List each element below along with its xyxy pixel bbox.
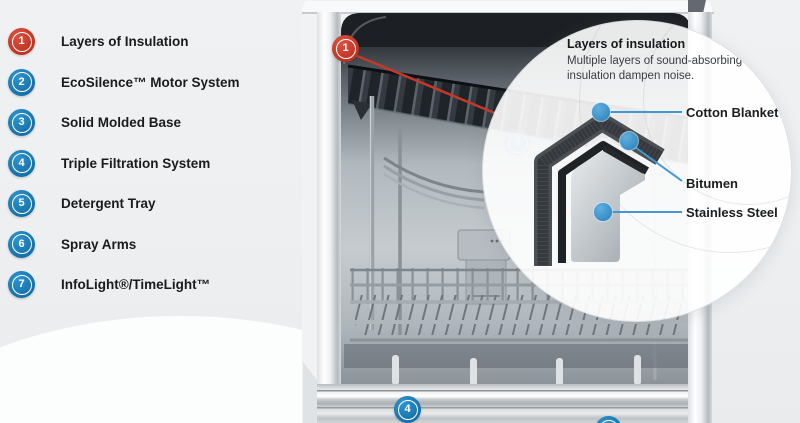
- hotspot-number: 1: [335, 38, 356, 59]
- feature-list: 1 Layers of Insulation 2 EcoSilence™ Mot…: [8, 28, 240, 312]
- feature-label: Layers of Insulation: [61, 34, 189, 49]
- red-leader-line: [348, 51, 499, 116]
- bitumen-dot: [619, 131, 639, 151]
- cup-shelf: [383, 156, 485, 210]
- insulation-cutaway-graphic: [534, 102, 683, 266]
- feature-item-triple-filtration[interactable]: 4 Triple Filtration System: [8, 149, 240, 177]
- callout-title: Layers of insulation: [567, 37, 686, 51]
- feature-label: Triple Filtration System: [61, 155, 211, 171]
- feature-marker-3: 3: [8, 109, 35, 136]
- feature-number: 3: [11, 112, 32, 133]
- feature-marker-5: 5: [8, 190, 35, 217]
- insulation-callout: Layers of insulation Multiple layers of …: [482, 20, 792, 322]
- feature-label: Solid Molded Base: [61, 115, 182, 130]
- feature-label: Spray Arms: [61, 236, 137, 252]
- feature-label: InfoLight®/TimeLight™: [61, 277, 211, 292]
- feature-number: 7: [11, 274, 32, 295]
- hotspot-number: [598, 419, 619, 423]
- feature-item-layers-of-insulation[interactable]: 1 Layers of Insulation: [8, 28, 240, 55]
- feature-item-infolight-timelight[interactable]: 7 InfoLight®/TimeLight™: [8, 271, 240, 298]
- label-cotton-blanket: Cotton Blanket: [686, 105, 779, 120]
- feature-number: 6: [11, 234, 32, 254]
- label-stainless-steel: Stainless Steel: [686, 205, 778, 220]
- feature-item-detergent-tray[interactable]: 5 Detergent Tray: [8, 190, 240, 217]
- feature-item-solid-molded-base[interactable]: 3 Solid Molded Base: [8, 109, 240, 136]
- label-bitumen: Bitumen: [686, 176, 738, 191]
- feature-marker-2: 2: [8, 68, 35, 96]
- feature-number: 2: [11, 72, 32, 92]
- bitumen-leader-line: [634, 146, 683, 182]
- cotton-blanket-dot: [591, 102, 611, 122]
- dishwasher-left-frame: [317, 12, 341, 384]
- feature-item-spray-arms[interactable]: 6 Spray Arms: [8, 230, 240, 258]
- hotspot-4[interactable]: 4: [394, 396, 421, 423]
- feature-number: 4: [11, 153, 32, 173]
- door-bottom: [303, 362, 712, 423]
- feature-marker-6: 6: [8, 230, 35, 258]
- feature-number: 1: [11, 31, 32, 52]
- callout-description: Multiple layers of sound-absorbing insul…: [567, 55, 743, 83]
- feature-label: Detergent Tray: [61, 196, 156, 211]
- feature-marker-7: 7: [8, 271, 35, 298]
- feature-label: EcoSilence™ Motor System: [61, 74, 240, 90]
- stainless-steel-dot: [593, 202, 613, 222]
- hotspot-bottom-partial[interactable]: [595, 416, 622, 423]
- feature-number: 5: [11, 193, 32, 214]
- feature-item-ecosilence-motor[interactable]: 2 EcoSilence™ Motor System: [8, 68, 240, 96]
- dishwasher-top-frame: [302, 1, 712, 13]
- hotspot-1[interactable]: 1: [332, 35, 359, 62]
- feature-marker-4: 4: [8, 149, 35, 177]
- hotspot-number: 4: [397, 399, 418, 420]
- feature-marker-1: 1: [8, 28, 35, 55]
